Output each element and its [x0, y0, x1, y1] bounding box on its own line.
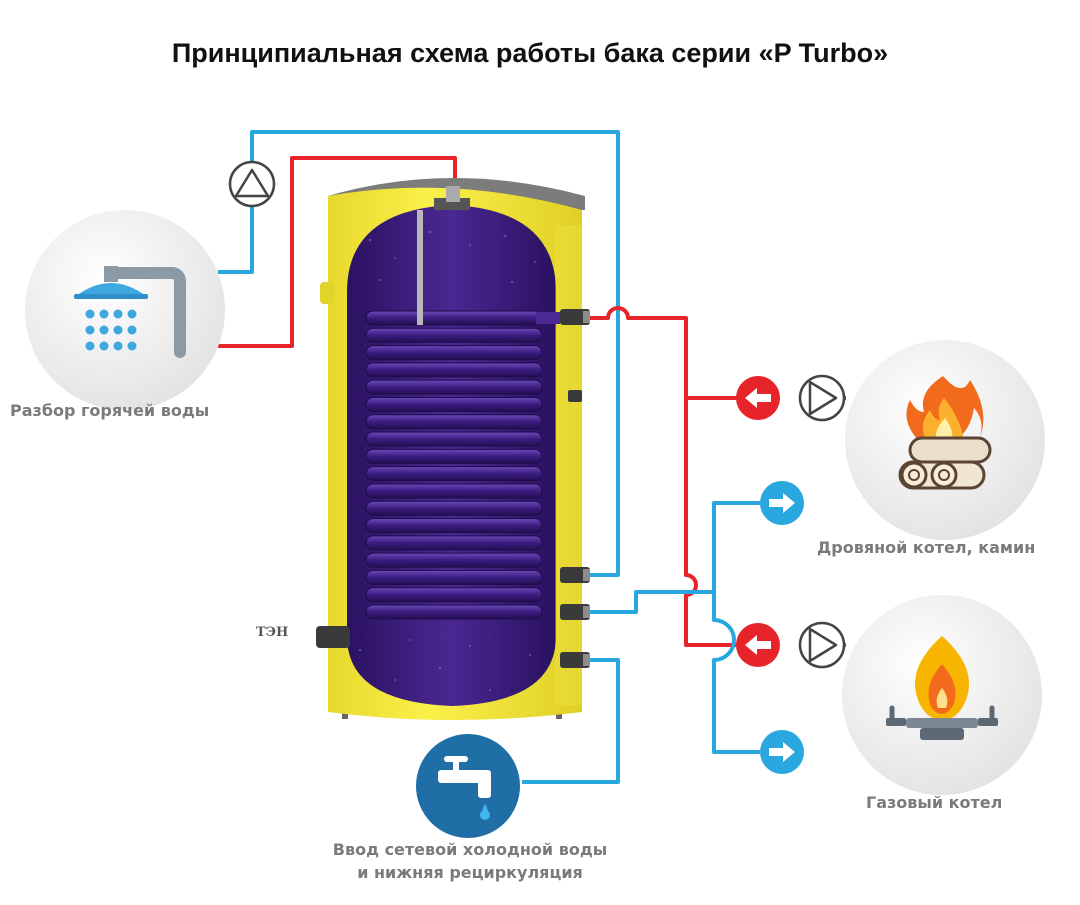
- coil-turn: [365, 396, 543, 412]
- coil-lead: [536, 312, 560, 324]
- pipe-network: [218, 130, 846, 784]
- gas-burner-icon: [886, 636, 998, 740]
- label-wood-boiler: Дровяной котел, камин: [817, 538, 1036, 557]
- arrow-right-icon: [760, 481, 804, 525]
- coil-turn: [365, 431, 543, 447]
- cold-pipe-coil-lower: [590, 501, 760, 614]
- coil-turn: [365, 327, 543, 343]
- gas-boiler-icon: [842, 595, 1042, 795]
- coil-turn: [365, 448, 543, 464]
- label-cold-inlet-line2: и нижняя рециркуляция: [357, 863, 583, 882]
- hot-pipe-coil-upper: [590, 306, 740, 400]
- coil-turn: [365, 535, 543, 551]
- coil-turn: [365, 362, 543, 378]
- arrow-right-icon: [760, 730, 804, 774]
- pump-icon: [228, 160, 276, 208]
- coil-turn: [365, 569, 543, 585]
- cold-pipe-gas-return: [712, 592, 760, 754]
- firewood-icon: [898, 436, 992, 490]
- arrow-left-icon: [736, 623, 780, 667]
- coil-turn: [365, 466, 543, 482]
- coil-turn: [365, 587, 543, 603]
- hot-pipe-vertical: [684, 398, 740, 647]
- pump-icon: [798, 374, 846, 422]
- heating-element: [316, 626, 350, 648]
- water-tank: [316, 178, 590, 721]
- label-hot-water: Разбор горячей воды: [10, 401, 210, 420]
- coil-turn: [365, 604, 543, 620]
- coil-turn: [365, 414, 543, 430]
- heat-exchanger-coil: [365, 310, 560, 620]
- coil-turn: [365, 518, 543, 534]
- cold-pipe-shower: [218, 130, 620, 577]
- arrow-left-icon: [736, 376, 780, 420]
- diagram-title: Принципиальная схема работы бака серии «…: [171, 38, 889, 68]
- cold-pipe-inlet: [522, 658, 620, 784]
- hot-pipe-shower: [218, 156, 457, 348]
- label-heating-element: ТЭН: [256, 625, 289, 640]
- coil-turn: [365, 379, 543, 395]
- label-cold-inlet-line1: Ввод сетевой холодной воды: [332, 840, 608, 859]
- coil-turn: [365, 310, 543, 326]
- label-gas-boiler: Газовый котел: [866, 793, 1003, 812]
- shower-icon: [25, 210, 225, 410]
- flame-icon: [906, 376, 984, 440]
- coil-turn: [365, 345, 543, 361]
- water-tap-icon: [416, 734, 520, 838]
- pump-icon: [798, 621, 846, 669]
- coil-turn: [365, 500, 543, 516]
- label-cold-inlet: Ввод сетевой холодной воды и нижняя реци…: [300, 838, 640, 884]
- wood-boiler-icon: [845, 340, 1045, 540]
- coil-turn: [365, 552, 543, 568]
- anode-rod: [417, 210, 423, 325]
- coil-turn: [365, 483, 543, 499]
